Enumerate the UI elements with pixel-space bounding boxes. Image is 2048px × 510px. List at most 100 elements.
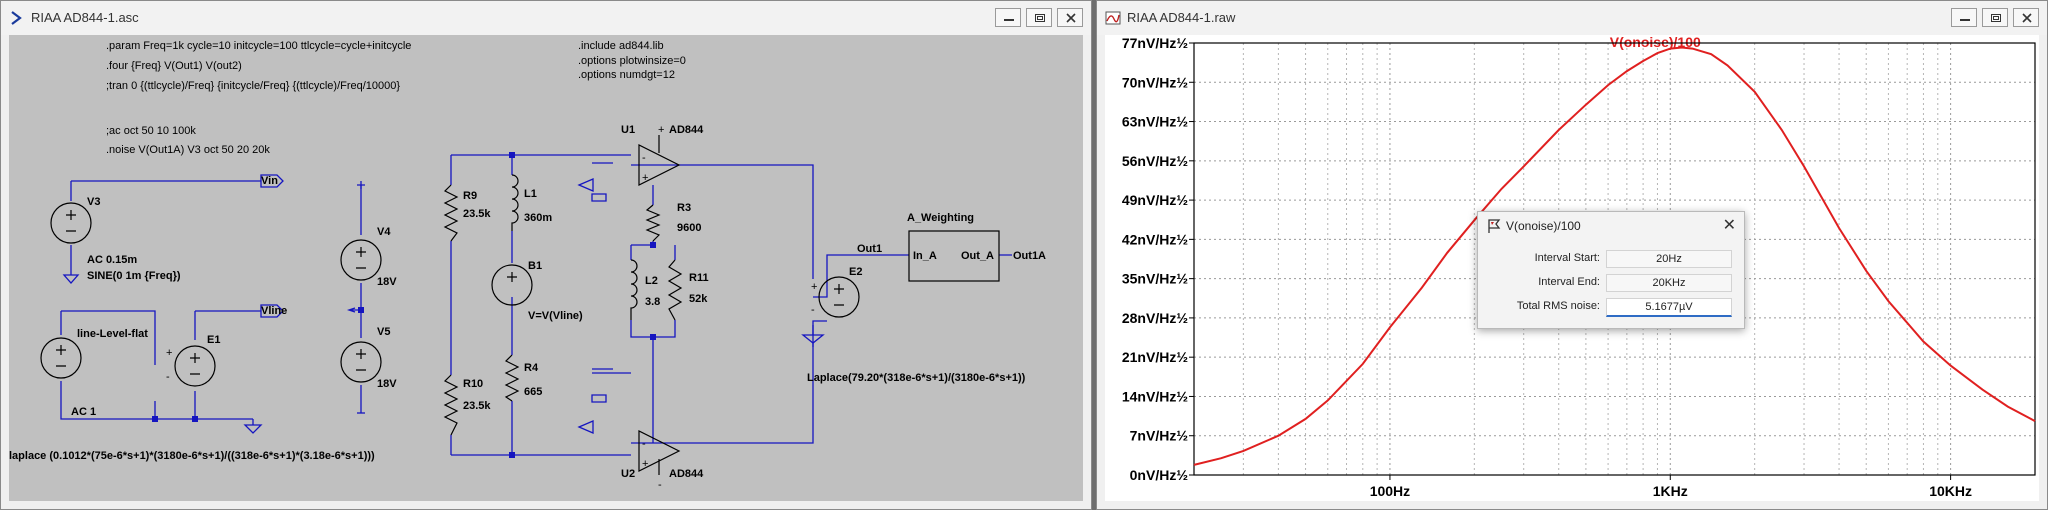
out1-label[interactable]: Out1 [857, 243, 882, 255]
e1-laplace[interactable]: laplace (0.1012*(75e-6*s+1)*(3180e-6*s+1… [9, 450, 375, 462]
svg-text:-: - [166, 371, 170, 383]
close-button[interactable] [1057, 8, 1083, 27]
l1-value[interactable]: 360m [524, 212, 552, 224]
total-rms-noise-value[interactable]: 5.1677µV [1606, 298, 1732, 317]
r11-value[interactable]: 52k [689, 293, 708, 305]
resistor-symbols [443, 184, 683, 436]
y-tick-label-7: 49nV/Hz½ [1122, 192, 1188, 208]
junction-dots [152, 152, 656, 458]
dialog-close-icon[interactable]: ✕ [1722, 217, 1736, 234]
opamp-symbols [638, 135, 681, 475]
four-directive[interactable]: .four {Freq} V(Out1) V(out2) [106, 60, 242, 72]
close-icon [1066, 13, 1076, 23]
svg-text:+: + [642, 172, 648, 184]
ac-directive[interactable]: ;ac oct 50 10 100k [106, 125, 196, 137]
u2-name[interactable]: U2 [621, 468, 635, 480]
svg-text:-: - [642, 438, 646, 450]
plotwinsize-directive[interactable]: .options plotwinsize=0 [578, 55, 686, 67]
u1-part[interactable]: AD844 [669, 124, 704, 136]
line-source-ac[interactable]: AC 1 [71, 406, 96, 418]
tran-directive[interactable]: ;tran 0 {(ttlcycle)/Freq} {initcycle/Fre… [106, 80, 400, 92]
noise-directive[interactable]: .noise V(Out1A) V3 oct 50 20 20k [106, 144, 270, 156]
u1-name[interactable]: U1 [621, 124, 635, 136]
r3-name[interactable]: R3 [677, 202, 691, 214]
restore-icon [1035, 14, 1045, 22]
close-icon [2022, 13, 2032, 23]
r9-name[interactable]: R9 [463, 190, 477, 202]
l2-value[interactable]: 3.8 [645, 296, 660, 308]
x-tick-label-0: 100Hz [1370, 483, 1410, 499]
a-weighting-in: In_A [913, 250, 937, 262]
dialog-title: V(onoise)/100 [1506, 219, 1581, 233]
interval-end-row: Interval End: 20KHz [1484, 274, 1738, 292]
y-axis-ticks: 0nV/Hz½7nV/Hz½14nV/Hz½21nV/Hz½28nV/Hz½35… [1122, 35, 1194, 483]
r3-value[interactable]: 9600 [677, 222, 701, 234]
plot-minimize-button[interactable] [1951, 8, 1977, 27]
l2-name[interactable]: L2 [645, 275, 658, 287]
flag-icon [1488, 219, 1501, 233]
total-rms-noise-label: Total RMS noise: [1516, 300, 1600, 312]
l1-name[interactable]: L1 [524, 188, 537, 200]
ground-symbols [801, 334, 825, 344]
svg-text:+: + [658, 124, 664, 136]
y-tick-label-5: 35nV/Hz½ [1122, 271, 1188, 287]
minimize-icon [1960, 19, 1970, 21]
interval-end-label: Interval End: [1538, 276, 1600, 288]
svg-text:+: + [642, 458, 648, 470]
svg-text:-: - [642, 152, 646, 164]
v3-name[interactable]: V3 [87, 196, 100, 208]
interval-start-row: Interval Start: 20Hz [1484, 250, 1738, 268]
interval-end-value[interactable]: 20KHz [1606, 274, 1732, 292]
r4-name[interactable]: R4 [524, 362, 539, 374]
y-tick-label-4: 28nV/Hz½ [1122, 310, 1188, 326]
b1-name[interactable]: B1 [528, 260, 542, 272]
minimize-button[interactable] [995, 8, 1021, 27]
vin-label[interactable]: Vin [261, 175, 278, 187]
interval-start-label: Interval Start: [1534, 252, 1600, 264]
interval-start-value[interactable]: 20Hz [1606, 250, 1732, 268]
r11-name[interactable]: R11 [689, 272, 709, 284]
plot-close-button[interactable] [2013, 8, 2039, 27]
r10-name[interactable]: R10 [463, 378, 483, 390]
v3-ac[interactable]: AC 0.15m [87, 254, 137, 266]
r4-value[interactable]: 665 [524, 386, 542, 398]
series-v-onoise-line[interactable] [1193, 46, 2036, 466]
b1-value[interactable]: V=V(Vline) [528, 310, 583, 322]
schematic-canvas[interactable]: .param Freq=1k cycle=10 initcycle=100 tt… [9, 35, 1083, 501]
e2-laplace[interactable]: Laplace(79.20*(318e-6*s+1)/(3180e-6*s+1)… [807, 372, 1026, 384]
noise-integration-dialog[interactable]: V(onoise)/100 ✕ Interval Start: 20Hz Int… [1477, 211, 1745, 329]
plot-window-title: RIAA AD844-1.raw [1127, 10, 1236, 25]
schematic-window: RIAA AD844-1.asc .param Freq=1k cycle=10… [0, 0, 1092, 510]
line-source-name[interactable]: line-Level-flat [77, 328, 148, 340]
a-weighting-block[interactable] [908, 230, 1000, 282]
v5-value[interactable]: 18V [377, 378, 397, 390]
svg-text:+: + [811, 281, 817, 293]
x-tick-label-1: 1KHz [1653, 483, 1688, 499]
u2-part[interactable]: AD844 [669, 468, 704, 480]
noise-plot[interactable]: V(onoise)/100 0nV/Hz½7nV/Hz½14nV/Hz½21nV… [1105, 35, 2039, 501]
schematic-titlebar[interactable]: RIAA AD844-1.asc [1, 1, 1091, 35]
v4-value[interactable]: 18V [377, 276, 397, 288]
svg-text:-: - [658, 479, 662, 491]
param-directive[interactable]: .param Freq=1k cycle=10 initcycle=100 tt… [106, 40, 411, 52]
vline-label[interactable]: Vline [261, 305, 287, 317]
v4-name[interactable]: V4 [377, 226, 391, 238]
plot-titlebar[interactable]: RIAA AD844-1.raw [1097, 1, 2047, 35]
y-tick-label-2: 14nV/Hz½ [1122, 388, 1188, 404]
v5-name[interactable]: V5 [377, 326, 390, 338]
plot-restore-button[interactable] [1982, 8, 2008, 27]
e1-name[interactable]: E1 [207, 334, 220, 346]
r10-value[interactable]: 23.5k [463, 400, 491, 412]
a-weighting-name[interactable]: A_Weighting [907, 212, 974, 224]
include-directive[interactable]: .include ad844.lib [578, 40, 664, 52]
total-rms-noise-row: Total RMS noise: 5.1677µV [1484, 298, 1738, 317]
numdgt-directive[interactable]: .options numdgt=12 [578, 69, 675, 81]
r9-value[interactable]: 23.5k [463, 208, 491, 220]
e2-name[interactable]: E2 [849, 266, 862, 278]
out1a-label[interactable]: Out1A [1013, 250, 1046, 262]
restore-button[interactable] [1026, 8, 1052, 27]
v3-sine[interactable]: SINE(0 1m {Freq}) [87, 270, 181, 282]
